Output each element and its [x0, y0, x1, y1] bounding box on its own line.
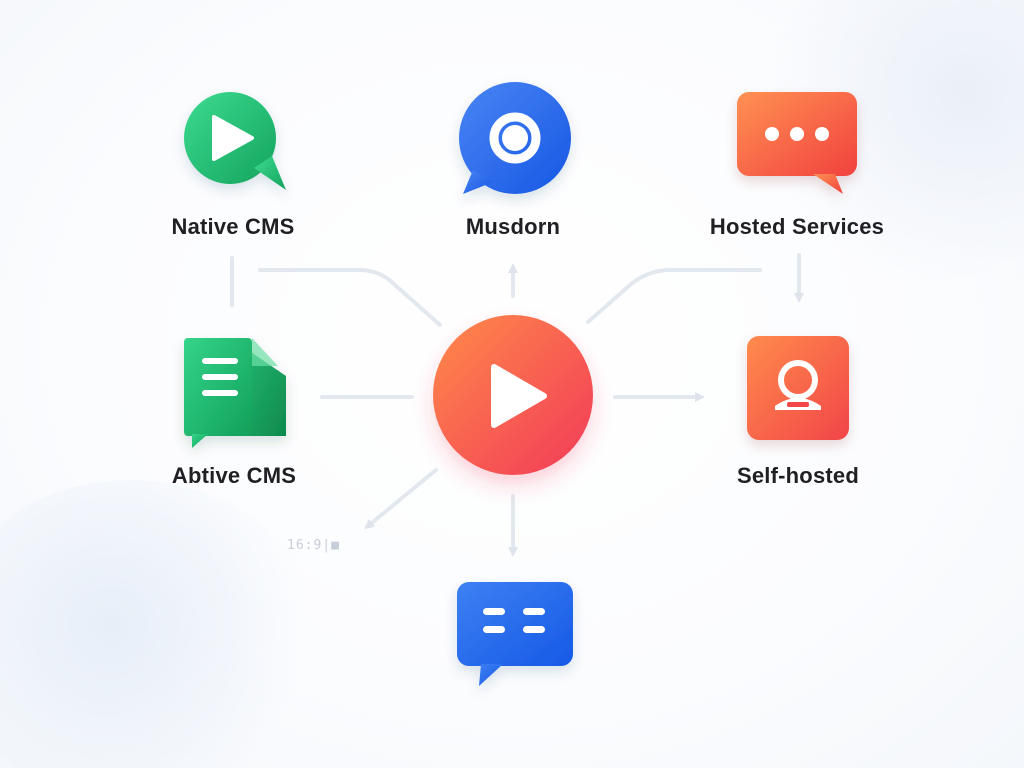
- connector-line: [586, 268, 762, 324]
- connector-line: [258, 268, 442, 327]
- node-label-native-cms: Native CMS: [171, 214, 295, 239]
- document-chat-icon[interactable]: [182, 336, 292, 451]
- message-lines-icon[interactable]: [455, 580, 580, 690]
- play-icon[interactable]: [428, 312, 598, 482]
- node-label-abtive-cms: Abtive CMS: [171, 463, 297, 488]
- node-label-self-hosted: Self-hosted: [737, 463, 859, 488]
- node-label-musdorn: Musdorn: [465, 214, 561, 239]
- node-label-hosted-services: Hosted Services: [709, 214, 885, 239]
- connector-arrow: [364, 468, 438, 530]
- faint-label: 16:9|■: [287, 538, 340, 553]
- play-chat-icon[interactable]: [172, 90, 292, 195]
- user-badge-icon[interactable]: [745, 334, 855, 444]
- ellipsis-chat-icon[interactable]: [735, 90, 860, 200]
- circle-chat-icon[interactable]: [453, 82, 578, 197]
